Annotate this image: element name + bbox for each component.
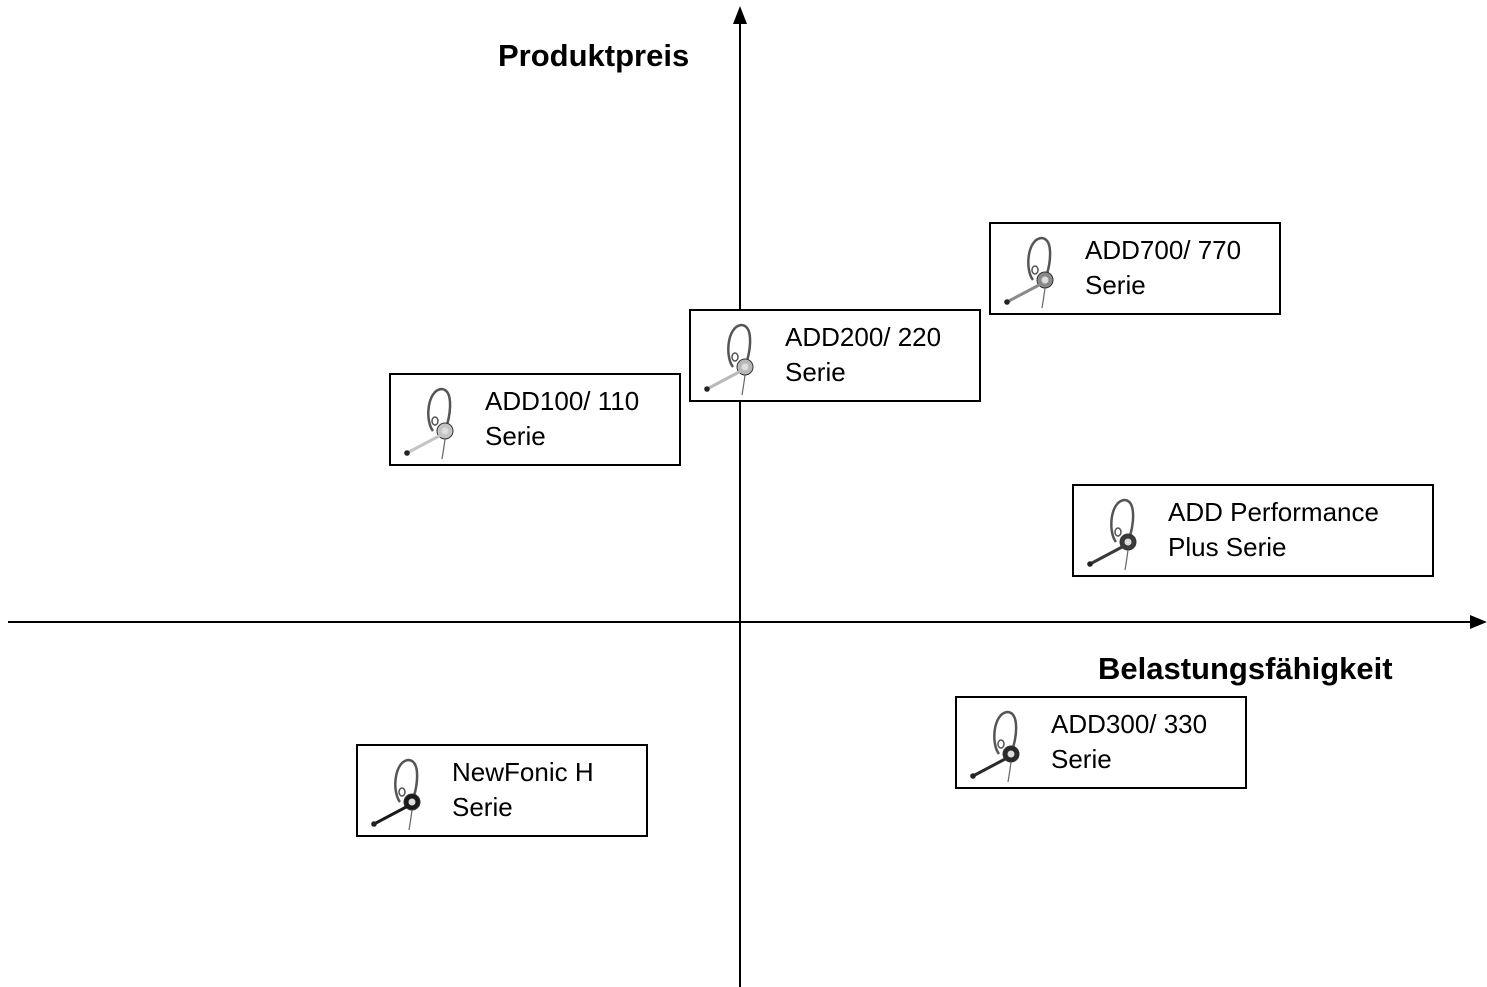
headset-icon (404, 387, 454, 460)
product-box-add300: ADD300/ 330 Serie (955, 696, 1247, 789)
product-name: NewFonic H (452, 757, 594, 787)
product-series: Serie (1051, 744, 1112, 774)
product-label: ADD Performance Plus Serie (1168, 495, 1379, 565)
y-axis-label: Produktpreis (498, 38, 690, 73)
product-label: ADD100/ 110 Serie (485, 384, 639, 454)
headset-icon (371, 758, 421, 831)
product-box-add200: ADD200/ 220 Serie (689, 309, 981, 402)
headset-icon (1004, 236, 1054, 309)
product-series: Serie (485, 421, 546, 451)
headset-icon (1087, 498, 1137, 571)
product-series: Plus Serie (1168, 532, 1287, 562)
x-axis-label: Belastungsfähigkeit (1098, 651, 1393, 686)
x-axis-arrowhead (1470, 615, 1487, 629)
headset-icon (704, 323, 754, 396)
product-series: Serie (1085, 270, 1146, 300)
product-label: NewFonic H Serie (452, 755, 594, 825)
product-name: ADD700/ 770 (1085, 235, 1242, 265)
product-name: ADD Performance (1168, 497, 1379, 527)
product-name: ADD200/ 220 (785, 322, 942, 352)
y-axis-arrowhead (733, 6, 747, 24)
product-label: ADD700/ 770 Serie (1085, 233, 1241, 303)
product-box-add100: ADD100/ 110 Serie (389, 373, 681, 466)
product-label: ADD200/ 220 Serie (785, 320, 941, 390)
product-name: ADD300/ 330 (1051, 709, 1208, 739)
product-series: Serie (785, 357, 846, 387)
product-label: ADD300/ 330 Serie (1051, 707, 1207, 777)
product-box-add-performance-plus: ADD Performance Plus Serie (1072, 484, 1434, 577)
product-series: Serie (452, 792, 513, 822)
headset-icon (970, 710, 1020, 783)
product-box-newfonic: NewFonic H Serie (356, 744, 648, 837)
product-name: ADD100/ 110 (485, 386, 640, 416)
product-box-add700: ADD700/ 770 Serie (989, 222, 1281, 315)
